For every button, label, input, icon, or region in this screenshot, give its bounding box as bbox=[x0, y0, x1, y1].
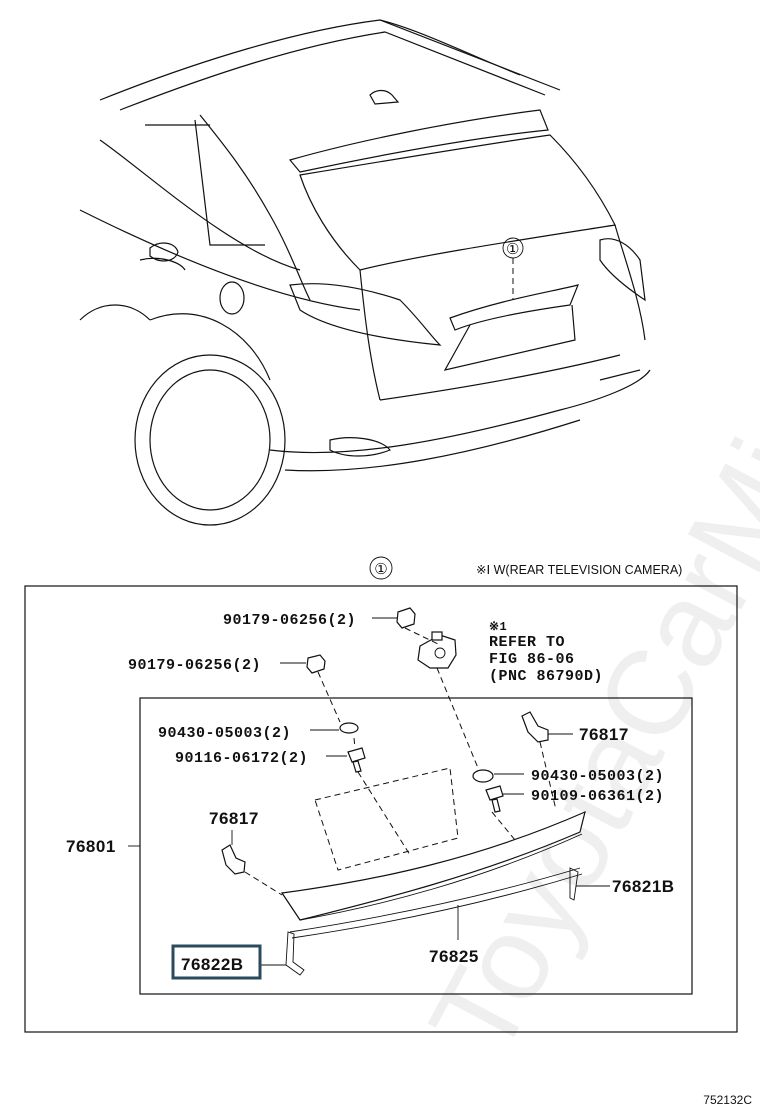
label-76817-left[interactable]: 76817 bbox=[209, 809, 259, 828]
clip-76817-left bbox=[221, 830, 246, 875]
figure-code: 752132C bbox=[703, 1093, 752, 1107]
clip-76817-right bbox=[521, 711, 573, 743]
camera-module bbox=[417, 631, 457, 669]
strip-76822B bbox=[260, 931, 305, 976]
label-76822B[interactable]: 76822B bbox=[181, 955, 244, 974]
outer-frame bbox=[24, 585, 738, 1033]
label-90179-b[interactable]: 90179-06256(2) bbox=[128, 657, 261, 674]
label-90430-a[interactable]: 90430-05003(2) bbox=[158, 725, 291, 742]
screw-90109 bbox=[485, 785, 524, 813]
watermark: ToyotaCarMine.ru bbox=[404, 178, 760, 1077]
screw-90116 bbox=[326, 747, 366, 773]
callout-number: ① bbox=[506, 241, 520, 258]
refer-note: ※1 REFER TO FIG 86-06 (PNC 86790D) bbox=[489, 620, 603, 685]
refer-line2: FIG 86-06 bbox=[489, 651, 575, 668]
refer-line1: REFER TO bbox=[489, 634, 565, 651]
section-callout: ① bbox=[374, 560, 387, 578]
garnish-76801 bbox=[128, 810, 586, 921]
label-76817-right[interactable]: 76817 bbox=[579, 725, 629, 744]
label-90179-a[interactable]: 90179-06256(2) bbox=[223, 612, 356, 629]
label-90430-b[interactable]: 90430-05003(2) bbox=[531, 768, 664, 785]
refer-mark: ※1 bbox=[489, 620, 507, 634]
label-76821B[interactable]: 76821B bbox=[612, 877, 675, 896]
washer-90430-a bbox=[310, 722, 359, 734]
nut-90179-a bbox=[372, 607, 416, 629]
strip-76821B bbox=[569, 867, 610, 901]
washer-90430-b bbox=[472, 769, 524, 783]
camera-note: ※Ⅰ W(REAR TELEVISION CAMERA) bbox=[476, 563, 682, 577]
refer-line3: (PNC 86790D) bbox=[489, 668, 603, 685]
callout-header: ① ※Ⅰ W(REAR TELEVISION CAMERA) bbox=[369, 556, 682, 580]
assembly-lines bbox=[244, 627, 557, 896]
strip-76825 bbox=[289, 867, 583, 940]
label-90109[interactable]: 90109-06361(2) bbox=[531, 788, 664, 805]
car-rear-illustration: ① bbox=[79, 19, 651, 526]
nut-90179-b bbox=[280, 654, 326, 674]
label-76825[interactable]: 76825 bbox=[429, 947, 479, 966]
label-76801[interactable]: 76801 bbox=[66, 837, 116, 856]
part-labels: 90179-06256(2) 90179-06256(2) 90430-0500… bbox=[66, 612, 675, 980]
highlight-box bbox=[171, 944, 262, 980]
label-90116[interactable]: 90116-06172(2) bbox=[175, 750, 308, 767]
